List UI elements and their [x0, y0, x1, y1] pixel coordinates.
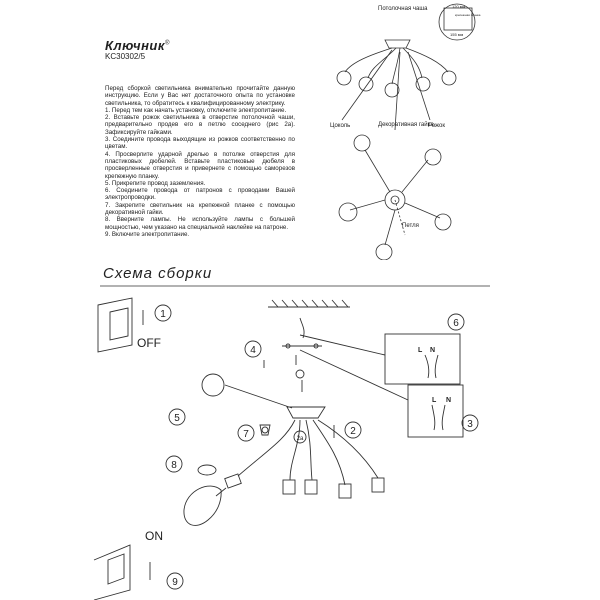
wire-detail-box — [384, 333, 461, 385]
step-5-label: 5 — [174, 413, 180, 424]
dim-side-label: 155 мм — [450, 32, 464, 37]
brand-name: Ключник — [105, 38, 165, 53]
step-6-circle — [447, 313, 465, 331]
ground-detail-circle — [201, 373, 225, 397]
bulb-icon — [375, 243, 393, 260]
bulb-icon — [424, 148, 442, 166]
decorative-nut-label: Декоративная гайка — [378, 121, 434, 128]
registered-mark: ® — [164, 40, 170, 47]
instruction-step-7: 7. Закрепите светильник на крепежной пла… — [105, 201, 295, 217]
instructions-text: Перед сборкой светильника внимательно пр… — [105, 85, 295, 238]
canopy-shape — [286, 406, 326, 419]
lightbulb-icon — [183, 485, 222, 526]
dim-top-label: 120 мм — [452, 4, 466, 9]
instruction-intro: Перед сборкой светильника внимательно пр… — [105, 85, 295, 107]
brand-logo: Ключник® — [105, 38, 170, 53]
wire-l-label-2: L — [432, 397, 437, 404]
cup-detail-circle — [438, 3, 476, 41]
cup-detail-box — [443, 7, 473, 31]
instruction-step-4: 4. Просверлите ударной дрелью в потолке … — [105, 150, 295, 180]
bulb-icon — [384, 82, 400, 98]
step-9-label: 9 — [172, 577, 178, 588]
step-7-circle — [237, 424, 255, 442]
step-5-circle — [168, 408, 186, 426]
socket-label: Цоколь — [330, 123, 350, 129]
wire-n-label: N — [430, 347, 435, 354]
wire-detail-box — [407, 384, 464, 438]
step-4-circle — [244, 340, 262, 358]
off-label: OFF — [137, 336, 161, 350]
step-4-label: 4 — [250, 345, 256, 356]
step-1-label: 1 — [160, 309, 166, 320]
chandelier-diagram: Потолочная чаша 120 мм 155 мм крепежная … — [330, 3, 481, 260]
assembly-title: Схема сборки — [103, 265, 213, 282]
on-label: ON — [145, 529, 163, 543]
step-6-label: 6 — [453, 318, 459, 329]
bulb-icon — [336, 70, 352, 86]
step-2-circle — [344, 421, 362, 439]
bulb-icon — [353, 134, 371, 152]
bulb-icon — [434, 213, 452, 231]
switch-box-off — [97, 297, 133, 353]
step-2-label: 2 — [350, 426, 356, 437]
step-7-label: 7 — [243, 429, 249, 440]
assembly-diagram: 1 2 3 4 5 6 7 8 9 2a OFF ON L N L N — [93, 297, 479, 600]
bulb-icon — [338, 202, 358, 222]
instruction-step-5: 5. Прикрепите провод заземления. — [105, 179, 206, 187]
ceiling-cup-shape — [384, 39, 411, 49]
instruction-step-6: 6. Соедините провода от патронов с прово… — [105, 187, 295, 202]
step-2a-label: 2a — [297, 436, 304, 442]
bulb-icon — [358, 76, 374, 92]
bulb-icon — [415, 76, 431, 92]
step-1-circle — [154, 304, 172, 322]
step-3-circle — [461, 414, 479, 432]
title-underline — [100, 285, 490, 287]
wire-n-label-2: N — [446, 397, 451, 404]
washer-icon — [197, 464, 217, 476]
ceiling-cup-label: Потолочная чаша — [378, 6, 428, 12]
instruction-step-3: 3. Соедините провода выходящие из рожков… — [105, 136, 295, 151]
step-8-circle — [165, 455, 183, 473]
mini-note-label: крепежная планка — [455, 13, 481, 17]
switch-box-on — [107, 553, 125, 585]
step-9-circle — [166, 572, 184, 590]
bulb-icon — [441, 70, 457, 86]
instruction-step-1: 1. Перед тем как начать установку, отклю… — [105, 106, 287, 114]
wire-l-label: L — [418, 347, 423, 354]
loop-label: Петля — [402, 223, 419, 229]
instruction-step-8: 8. Вверните лампы. Не используйте лампы … — [105, 216, 295, 231]
model-number: KC30302/5 — [105, 52, 146, 61]
step-8-label: 8 — [171, 460, 177, 471]
instruction-step-2: 2. Вставьте рожок светильника в отверсти… — [105, 114, 295, 136]
step-3-label: 3 — [467, 419, 473, 430]
instruction-step-9: 9. Включите электропитание. — [105, 230, 190, 238]
horn-label: Рожок — [428, 123, 445, 129]
step-2a-circle — [293, 430, 307, 444]
